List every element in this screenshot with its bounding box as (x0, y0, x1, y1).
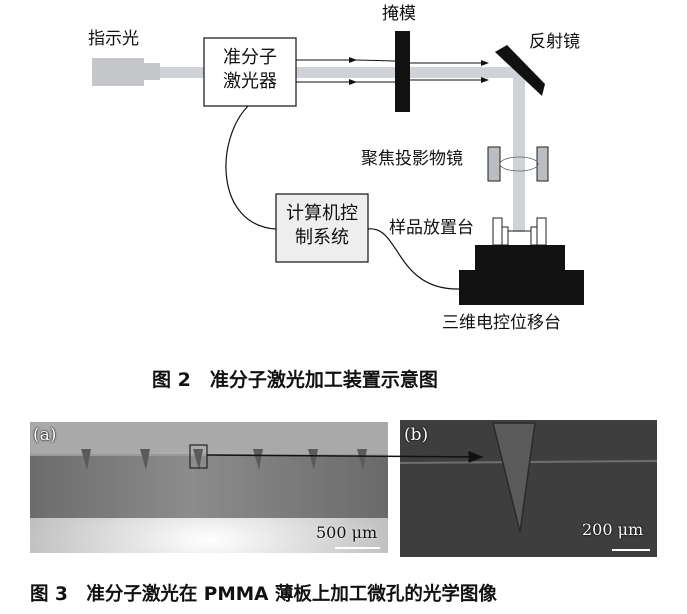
panel-b-scale-label: 200 μm (582, 520, 644, 539)
panel-a-image (30, 422, 388, 553)
indicator-light-source (92, 58, 144, 86)
xyz-stage-lower (459, 270, 584, 305)
mirror-label: 反射镜 (529, 32, 580, 52)
cable-control-stage (367, 228, 460, 290)
zoom-arrow (206, 450, 484, 463)
laser-label-line2: 激光器 (223, 71, 277, 92)
computer-control-box (275, 193, 369, 263)
sample-holder-post (536, 217, 547, 246)
cable-laser-control (225, 105, 277, 230)
micro-hole-cone (492, 422, 536, 533)
lens-ellipse (499, 156, 539, 172)
excimer-laser-box (203, 37, 297, 107)
indicator-light-nozzle (144, 63, 160, 80)
objective-lens-right (536, 146, 549, 182)
sample-holder-post (530, 226, 538, 246)
figure3-caption: 图 3 准分子激光在 PMMA 薄板上加工微孔的光学图像 (30, 584, 497, 605)
mirror (495, 45, 545, 96)
xyz-stage-upper (475, 245, 565, 271)
objective-label: 聚焦投影物镜 (361, 149, 463, 169)
laser-setup-diagram (92, 31, 584, 305)
panel-a-scale-label: 500 μm (316, 523, 378, 542)
sample-holder-post (492, 217, 503, 246)
panel-a-tag: (a) (33, 425, 57, 445)
computer-control-label: 计算机控 制系统 (276, 202, 368, 250)
control-label-line1: 计算机控 (286, 203, 358, 224)
laser-beam-horizontal (160, 67, 525, 78)
sample-holder-post (501, 226, 509, 246)
beam-line (355, 59, 396, 62)
indicator-light-label: 指示光 (88, 29, 139, 49)
sample-stage-label: 样品放置台 (389, 218, 474, 238)
excimer-laser-label: 准分子 激光器 (204, 46, 296, 94)
mask-label: 掩模 (382, 4, 416, 24)
figure2-caption: 图 2 准分子激光加工装置示意图 (152, 369, 438, 391)
laser-beam-vertical (513, 67, 525, 232)
panel-b-image (399, 420, 658, 557)
panel-b-tag: (b) (404, 425, 429, 445)
control-label-line2: 制系统 (295, 227, 349, 248)
mask (395, 31, 410, 112)
micro-holes (81, 449, 367, 470)
laser-label-line1: 准分子 (223, 47, 277, 68)
objective-lens-left (487, 146, 501, 182)
zoom-box (189, 444, 208, 469)
xyz-stage-label: 三维电控位移台 (442, 313, 561, 333)
micrograph-panels (30, 420, 658, 557)
